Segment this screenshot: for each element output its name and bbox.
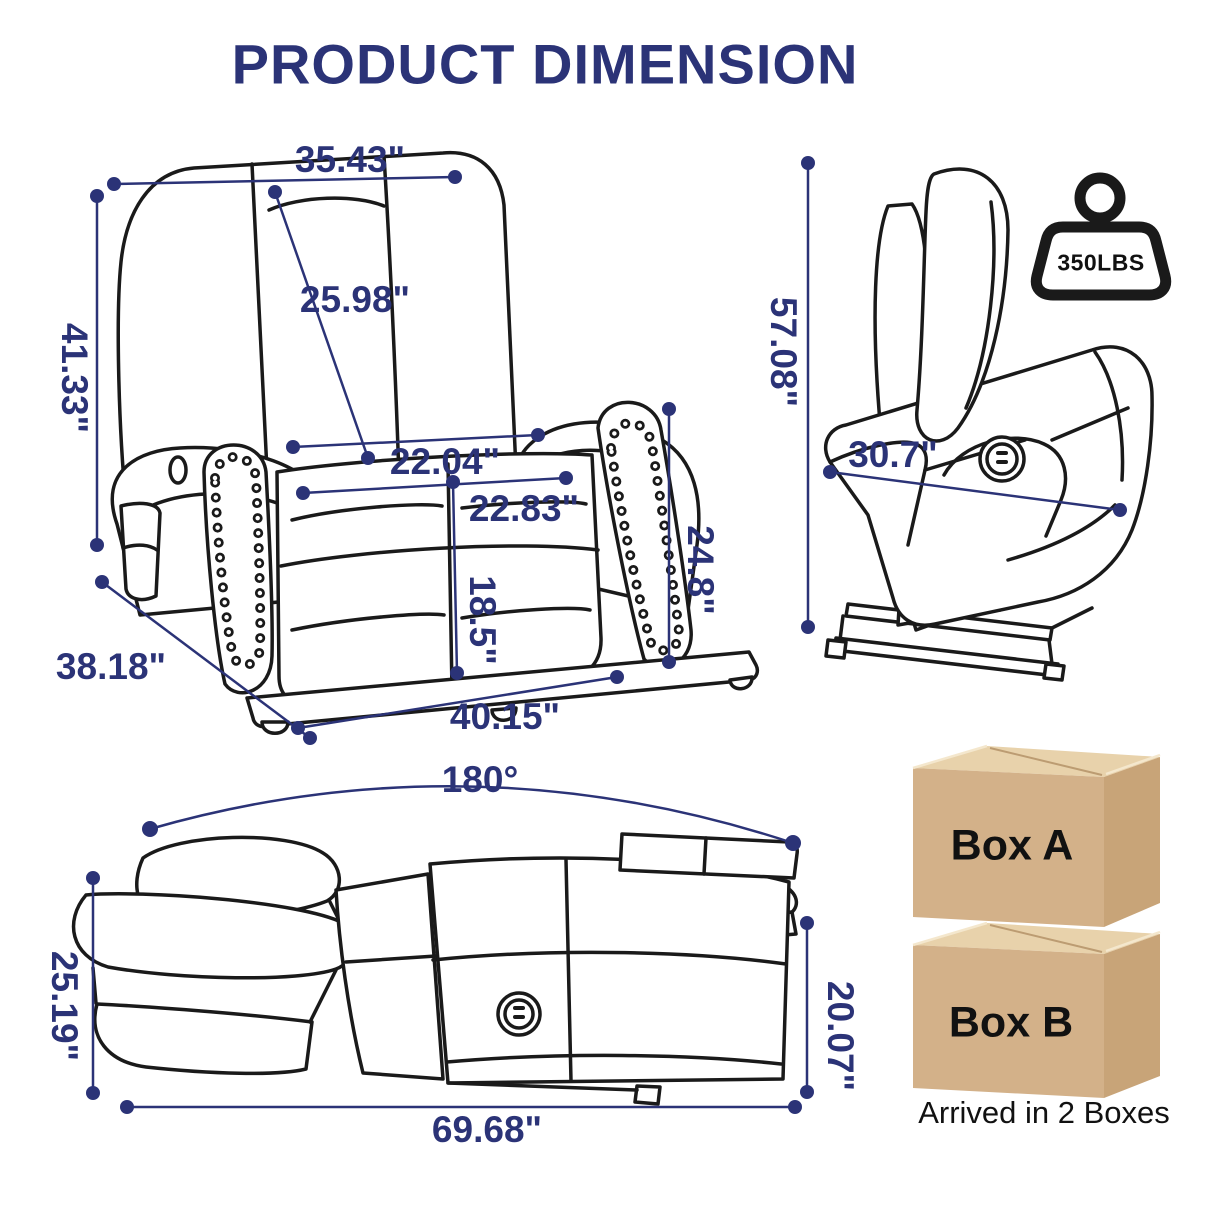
packaging-note: Arrived in 2 Boxes: [918, 1095, 1170, 1130]
side-view-illustration: [824, 167, 1154, 682]
box-a-illustration: [912, 744, 1161, 927]
front-top-width-label: 35.43": [294, 139, 406, 180]
front-overall-depth-label: 38.18": [55, 646, 167, 687]
side-lift-height-label: 57.08": [763, 296, 804, 408]
reclined-back-height-label: 25.19": [44, 950, 85, 1062]
front-seat-height-label: 18.5": [462, 575, 503, 665]
reclined-total-length-label: 69.68": [431, 1109, 543, 1150]
front-back-diagonal-label: 25.98": [299, 279, 411, 320]
nailhead-trim: [210, 418, 684, 670]
dimension-lines: [86, 156, 1127, 1114]
box-a-label: Box A: [950, 821, 1074, 870]
front-armrest-span-label: 22.83": [468, 488, 580, 529]
box-b-illustration: [912, 921, 1161, 1098]
front-arm-height-label: 24.8": [680, 525, 721, 615]
weight-capacity-label: 350LBS: [1057, 249, 1145, 276]
front-seat-width-label: 22.04": [389, 441, 501, 482]
box-b-label: Box B: [948, 998, 1074, 1047]
weight-icon: [1030, 172, 1172, 301]
reclined-footrest-height-label: 20.07": [820, 980, 861, 1092]
page-title: PRODUCT DIMENSION: [231, 32, 859, 96]
side-backrest-length-label: 30.7": [848, 434, 938, 475]
front-overall-height-label: 41.33": [54, 322, 95, 434]
recline-angle-label: 180°: [441, 759, 519, 800]
reclined-view-illustration: [71, 832, 799, 1106]
front-bottom-width-label: 40.15": [449, 696, 561, 737]
